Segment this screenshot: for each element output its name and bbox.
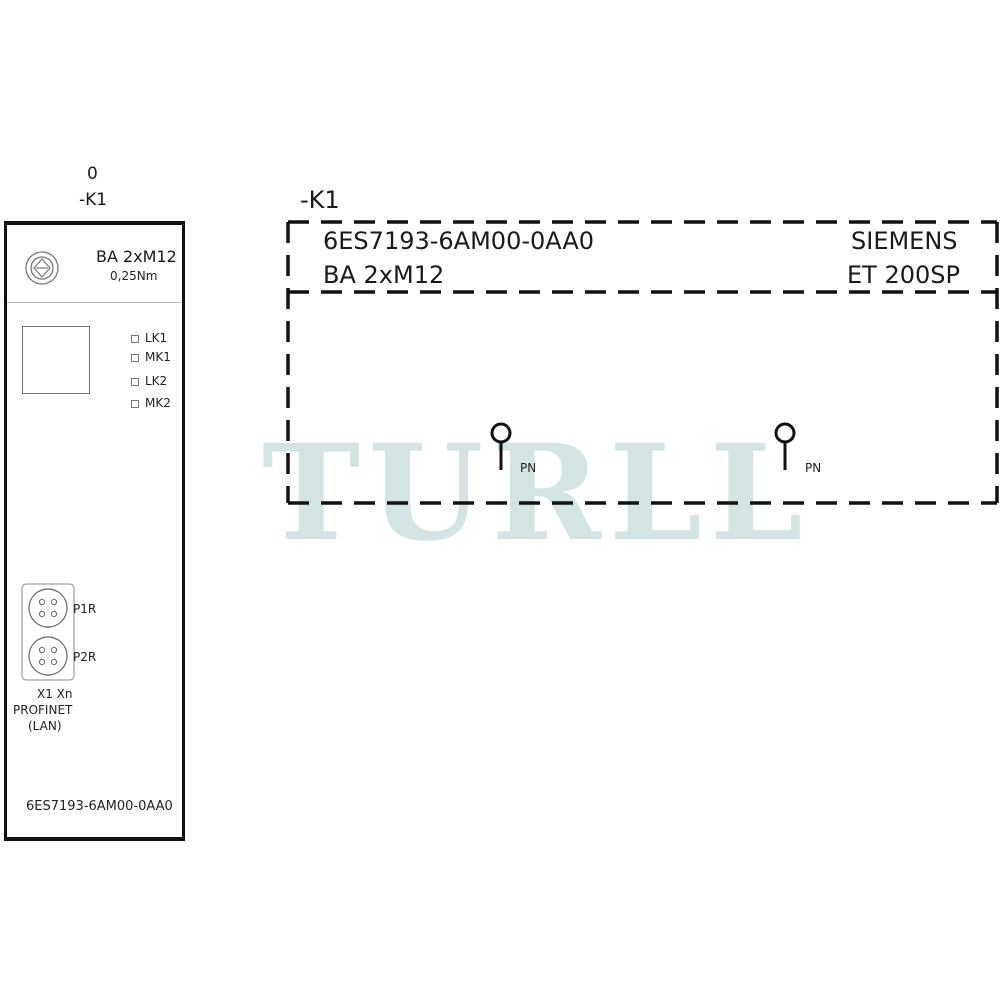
module-part-number: 6ES7193-6AM00-0AA0	[26, 799, 173, 814]
module-reference: -K1	[79, 190, 108, 210]
led-indicator-icon	[131, 334, 139, 343]
led-indicator-icon	[131, 377, 139, 386]
pin-label-1: PN	[520, 461, 536, 475]
module-front-view[interactable]: BA 2xM12 0,25Nm LK1 MK1 LK2 MK2 P1R P2R …	[4, 221, 185, 841]
m12-connector-icon[interactable]	[20, 582, 76, 682]
interface-line-2: PROFINET	[13, 703, 73, 717]
led-mk1: MK1	[131, 350, 171, 364]
module-torque: 0,25Nm	[110, 269, 158, 283]
schematic-part-number: 6ES7193-6AM00-0AA0	[323, 227, 595, 255]
schematic-series: ET 200SP	[847, 261, 960, 289]
schematic-reference: -K1	[300, 186, 340, 214]
interface-line-3: (LAN)	[28, 719, 62, 733]
led-mk2: MK2	[131, 396, 171, 410]
led-indicator-icon	[131, 353, 139, 362]
module-slot-number: 0	[87, 164, 98, 184]
pin-connector-icon[interactable]	[774, 422, 796, 470]
watermark-text: TURLL	[262, 416, 811, 571]
led-lk2: LK2	[131, 374, 167, 388]
led-indicator-icon	[131, 399, 139, 408]
pin-connector-icon[interactable]	[490, 422, 512, 470]
module-label-field	[22, 326, 90, 394]
screw-terminal-icon	[25, 251, 59, 285]
pin-label-2: PN	[805, 461, 821, 475]
interface-line-1: X1 Xn	[37, 687, 73, 701]
schematic-manufacturer: SIEMENS	[851, 227, 958, 255]
schematic-module-name: BA 2xM12	[323, 261, 445, 289]
led-lk1: LK1	[131, 331, 167, 345]
port-label-p1r: P1R	[73, 602, 97, 616]
module-name: BA 2xM12	[96, 247, 177, 266]
module-top-panel: BA 2xM12 0,25Nm	[7, 225, 182, 303]
port-label-p2r: P2R	[73, 650, 97, 664]
